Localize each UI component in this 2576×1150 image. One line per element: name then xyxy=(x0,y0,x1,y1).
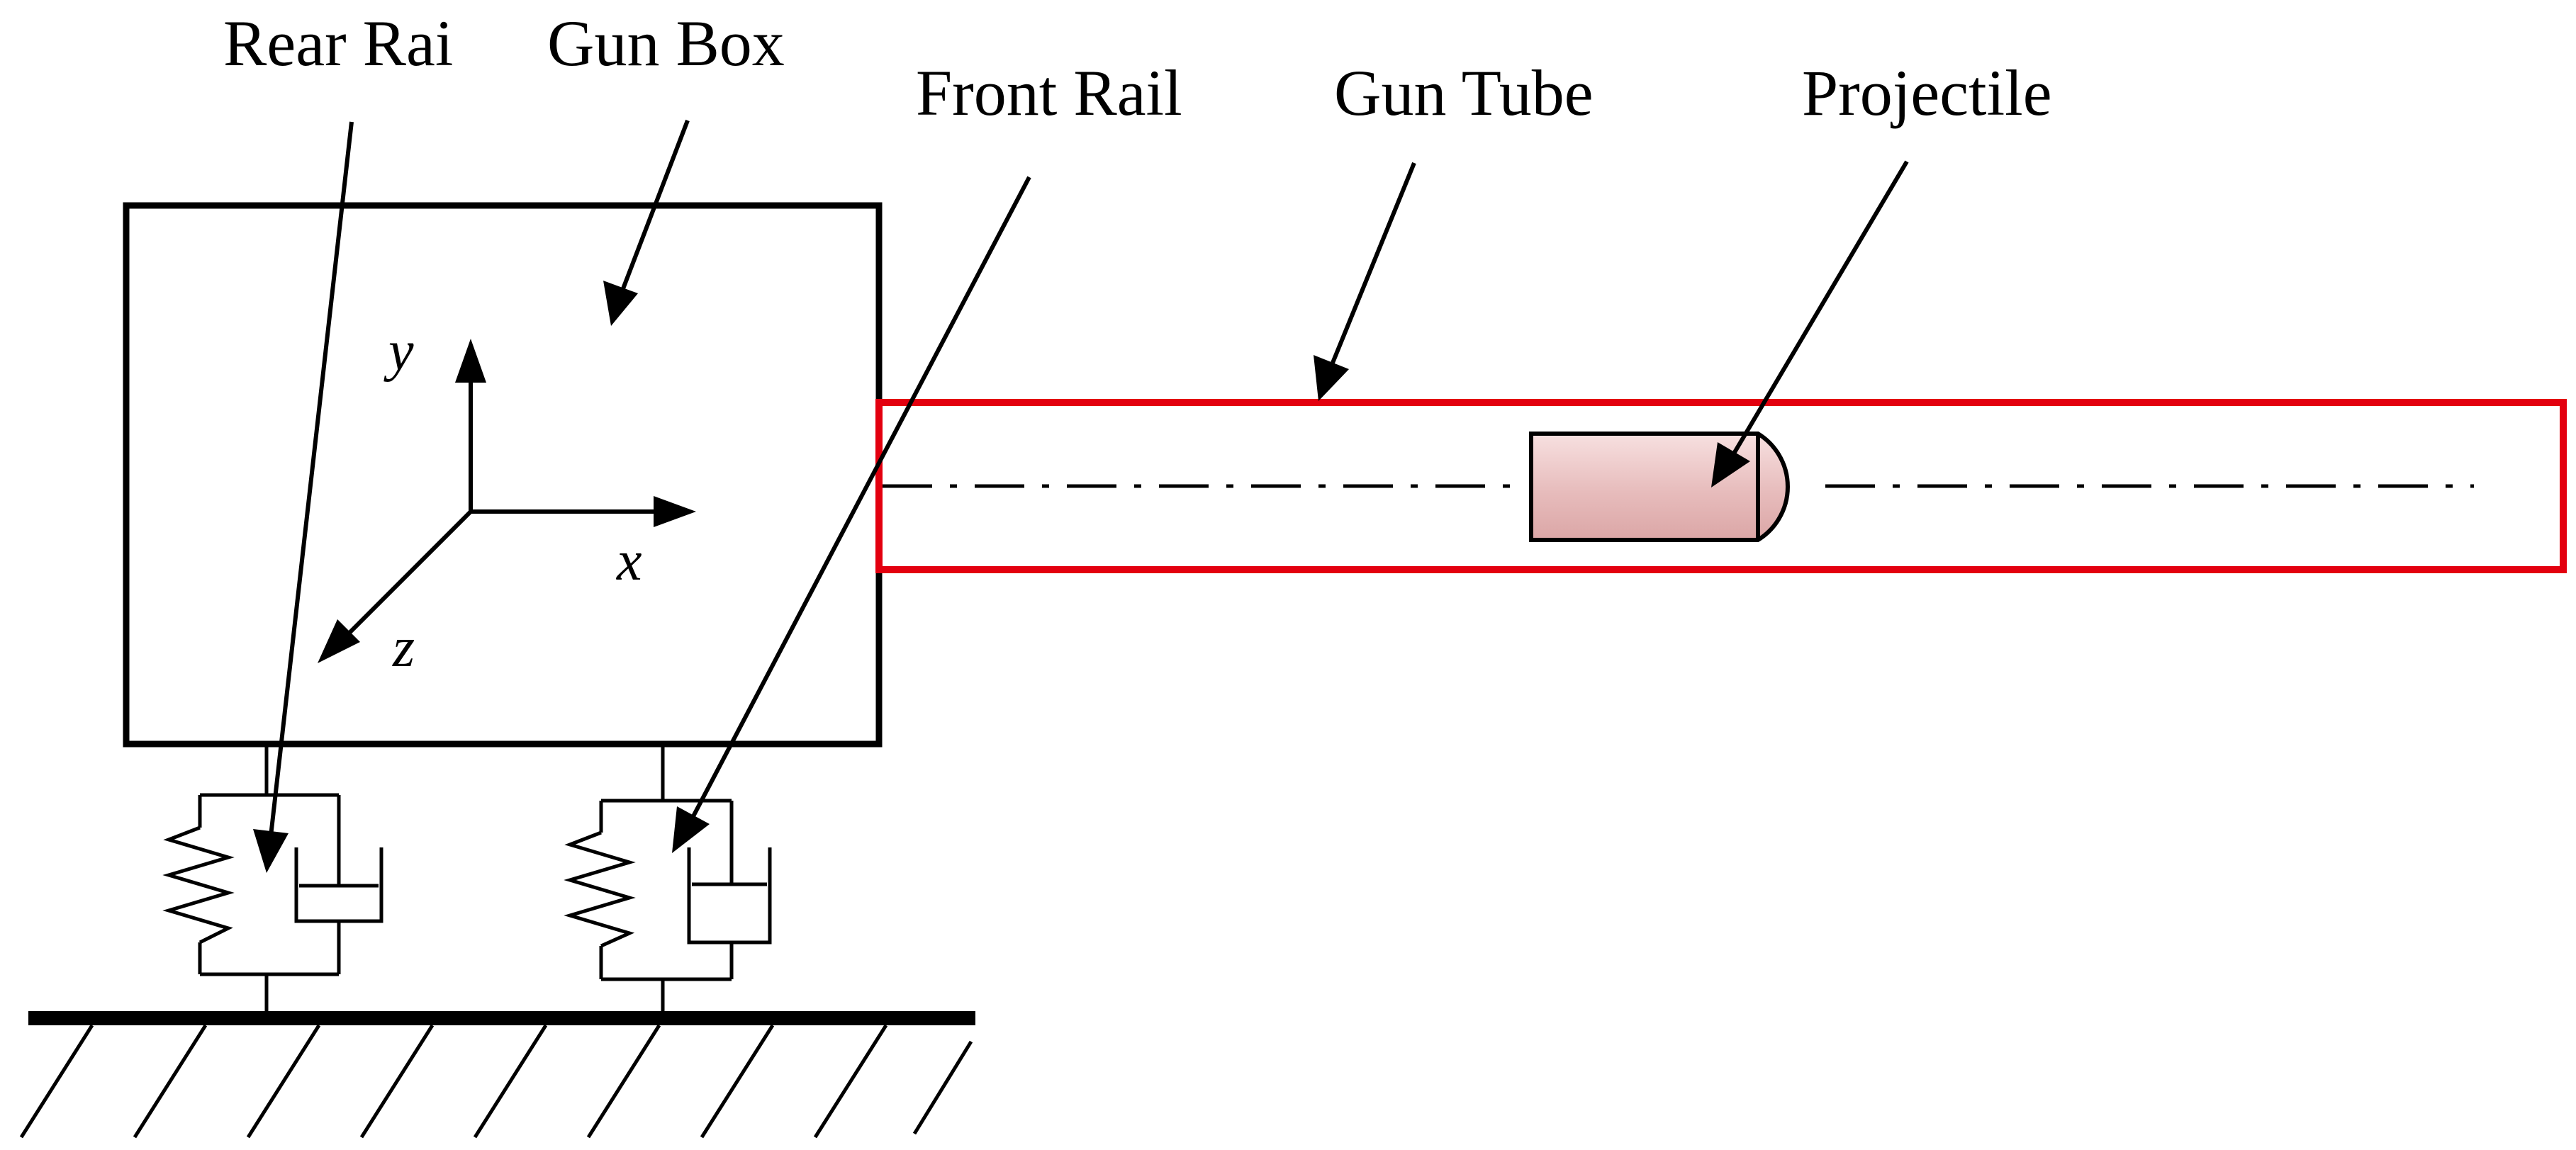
projectile-shape xyxy=(1529,432,1790,542)
ground xyxy=(19,1011,975,1139)
axis-label-z: z xyxy=(392,616,415,679)
gun-tube xyxy=(875,399,2567,573)
label-front-rail: Front Rail xyxy=(916,57,1182,129)
label-projectile: Projectile xyxy=(1802,57,2052,129)
label-gun-tube: Gun Tube xyxy=(1334,57,1594,129)
coordinate-axes xyxy=(318,339,696,663)
gun-box xyxy=(123,202,883,748)
axis-label-x: x xyxy=(616,530,642,592)
label-rear-rail: Rear Rai xyxy=(223,7,453,79)
axis-label-y: y xyxy=(383,320,414,383)
rear-suspension xyxy=(162,744,383,1015)
label-gun-box: Gun Box xyxy=(547,7,785,79)
leader-lines xyxy=(253,119,1909,873)
front-suspension xyxy=(564,744,772,1015)
